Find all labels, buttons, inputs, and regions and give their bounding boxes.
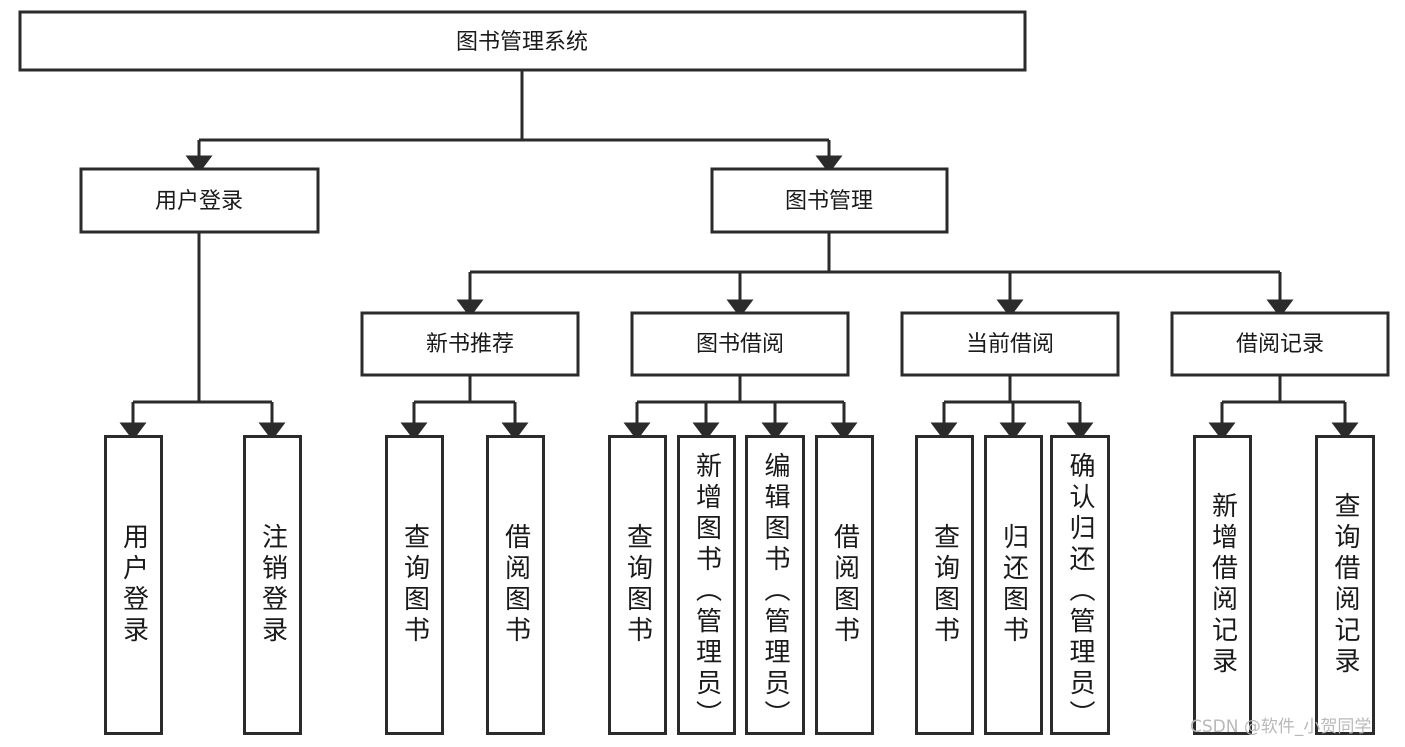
node-book-manage-rect[interactable] xyxy=(710,167,949,234)
leaf-node-borrow-book-rec[interactable]: 借阅图书 xyxy=(486,435,545,735)
node-book-borrow-label: 图书借阅 xyxy=(696,332,784,357)
leaf-node-edit-book-admin[interactable]: 编辑图书（管理员） xyxy=(745,435,805,735)
leaf-node-query-borrow-record-inner: 查询借阅记录 xyxy=(1318,438,1372,732)
leaf-node-query-book-borrow-label: 查询图书 xyxy=(622,523,653,647)
leaf-node-borrow-book-label: 借阅图书 xyxy=(829,523,860,647)
leaf-node-add-book-admin[interactable]: 新增图书（管理员） xyxy=(677,435,736,735)
leaf-node-query-book-rec-label: 查询图书 xyxy=(399,523,430,647)
leaf-node-borrow-book[interactable]: 借阅图书 xyxy=(815,435,874,735)
leaf-node-query-book-borrow-inner: 查询图书 xyxy=(611,438,664,732)
node-book-manage-label: 图书管理 xyxy=(785,189,873,214)
leaf-node-add-book-admin-inner: 新增图书（管理员） xyxy=(680,438,733,732)
node-root-rect[interactable] xyxy=(18,10,1027,72)
leaf-node-add-borrow-record-label: 新增借阅记录 xyxy=(1207,492,1238,678)
node-current-borrow-label: 当前借阅 xyxy=(966,332,1054,357)
node-user-login-rect[interactable] xyxy=(79,167,320,234)
leaf-node-borrow-book-inner: 借阅图书 xyxy=(818,438,871,732)
connector-userlogin-to-leaves xyxy=(119,232,286,441)
leaf-node-borrow-book-rec-label: 借阅图书 xyxy=(500,523,531,647)
leaf-node-user-login-label: 用户登录 xyxy=(118,523,149,647)
leaf-node-edit-book-admin-inner: 编辑图书（管理员） xyxy=(748,438,802,732)
node-book-manage[interactable]: 图书管理 xyxy=(710,167,949,234)
node-book-borrow-rect[interactable] xyxy=(630,311,850,377)
connector-borrowrecord-to-leaves xyxy=(1208,375,1359,441)
leaf-node-add-borrow-record-inner: 新增借阅记录 xyxy=(1196,438,1249,732)
leaf-node-logout-login-inner: 注销登录 xyxy=(246,438,299,732)
leaf-node-query-borrow-record-label: 查询借阅记录 xyxy=(1330,492,1360,678)
leaf-node-query-borrow-record[interactable]: 查询借阅记录 xyxy=(1315,435,1375,735)
leaf-node-user-login-inner: 用户登录 xyxy=(107,438,160,732)
leaf-node-return-book-label: 归还图书 xyxy=(998,523,1029,647)
leaf-node-query-book-rec[interactable]: 查询图书 xyxy=(385,435,444,735)
leaf-node-borrow-book-rec-inner: 借阅图书 xyxy=(489,438,542,732)
node-user-login-label: 用户登录 xyxy=(155,189,243,214)
node-current-borrow[interactable]: 当前借阅 xyxy=(900,311,1120,377)
leaf-node-query-book-current[interactable]: 查询图书 xyxy=(915,435,974,735)
node-root-label: 图书管理系统 xyxy=(456,30,588,55)
node-book-borrow[interactable]: 图书借阅 xyxy=(630,311,850,377)
leaf-node-edit-book-admin-label: 编辑图书（管理员） xyxy=(760,452,790,731)
node-new-book-recommend[interactable]: 新书推荐 xyxy=(360,311,580,377)
leaf-node-add-book-admin-label: 新增图书（管理员） xyxy=(691,452,722,731)
leaf-node-query-book-rec-inner: 查询图书 xyxy=(388,438,441,732)
leaf-node-user-login[interactable]: 用户登录 xyxy=(104,435,163,735)
leaf-node-add-borrow-record[interactable]: 新增借阅记录 xyxy=(1193,435,1252,735)
node-borrow-record[interactable]: 借阅记录 xyxy=(1170,311,1390,377)
leaf-node-logout-login[interactable]: 注销登录 xyxy=(243,435,302,735)
leaf-node-query-book-current-inner: 查询图书 xyxy=(918,438,971,732)
leaf-node-query-book-borrow[interactable]: 查询图书 xyxy=(608,435,667,735)
node-root[interactable]: 图书管理系统 xyxy=(18,10,1027,72)
node-user-login[interactable]: 用户登录 xyxy=(79,167,320,234)
leaf-node-confirm-return-admin[interactable]: 确认归还（管理员） xyxy=(1050,435,1110,735)
node-current-borrow-rect[interactable] xyxy=(900,311,1120,377)
leaf-node-confirm-return-admin-inner: 确认归还（管理员） xyxy=(1053,438,1107,732)
leaf-node-return-book-inner: 归还图书 xyxy=(987,438,1040,732)
connector-root-to-level2 xyxy=(185,70,843,174)
node-borrow-record-rect[interactable] xyxy=(1170,311,1390,377)
connector-bookborrow-to-leaves xyxy=(623,375,858,441)
leaf-node-logout-login-label: 注销登录 xyxy=(257,523,288,647)
connector-currentborrow-to-leaves xyxy=(930,375,1094,441)
connector-newbook-to-leaves xyxy=(400,375,529,441)
node-new-book-recommend-label: 新书推荐 xyxy=(426,332,514,357)
leaf-node-query-book-current-label: 查询图书 xyxy=(929,523,960,647)
node-new-book-recommend-rect[interactable] xyxy=(360,311,580,377)
leaf-node-confirm-return-admin-label: 确认归还（管理员） xyxy=(1065,452,1095,731)
node-borrow-record-label: 借阅记录 xyxy=(1236,332,1324,357)
connector-bookmanage-to-level3 xyxy=(456,232,1294,318)
leaf-node-return-book[interactable]: 归还图书 xyxy=(984,435,1043,735)
